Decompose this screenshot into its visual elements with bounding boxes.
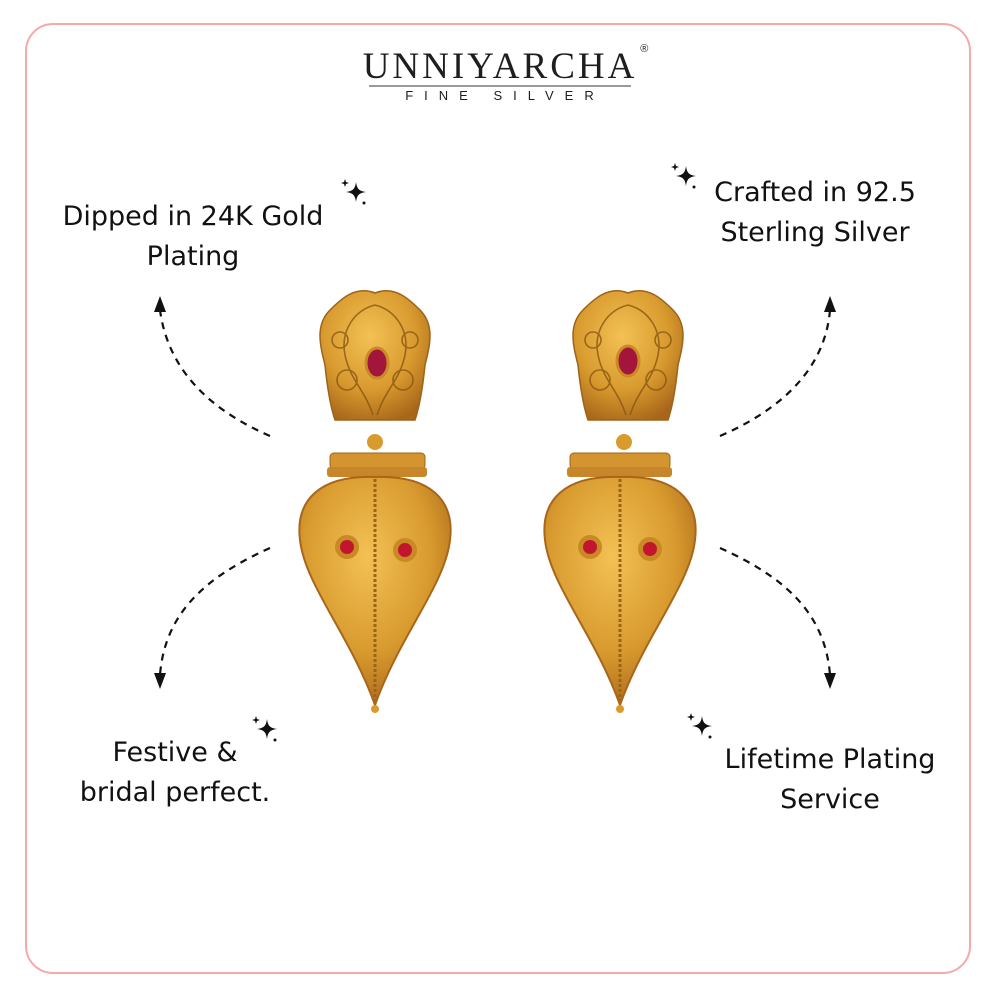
sparkle-icon bbox=[687, 713, 712, 739]
registered-mark: ® bbox=[640, 43, 652, 55]
feature-lifetime-plating: Lifetime Plating Service bbox=[724, 744, 936, 815]
arrow-down-right bbox=[719, 546, 832, 676]
brand-tagline: FINE SILVER bbox=[405, 88, 605, 103]
arrow-down-left bbox=[158, 546, 271, 676]
brand-logo: UNNIYARCHA® FINE SILVER bbox=[0, 43, 1000, 103]
earring-left-image bbox=[298, 290, 452, 713]
feature-festive-bridal: Festive & bridal perfect. bbox=[79, 737, 271, 808]
sparkle-icon bbox=[252, 716, 277, 742]
earring-right-image bbox=[543, 290, 697, 713]
sparkle-icon bbox=[341, 179, 366, 205]
sparkle-icon bbox=[671, 163, 696, 189]
content-frame bbox=[25, 23, 971, 974]
arrow-up-right bbox=[719, 309, 832, 438]
logo-divider bbox=[369, 85, 631, 87]
feature-gold-plating: Dipped in 24K Gold Plating bbox=[62, 201, 324, 272]
brand-name: UNNIYARCHA bbox=[362, 46, 638, 87]
arrow-up-left bbox=[158, 309, 271, 438]
feature-sterling-silver: Crafted in 92.5 Sterling Silver bbox=[714, 177, 916, 248]
